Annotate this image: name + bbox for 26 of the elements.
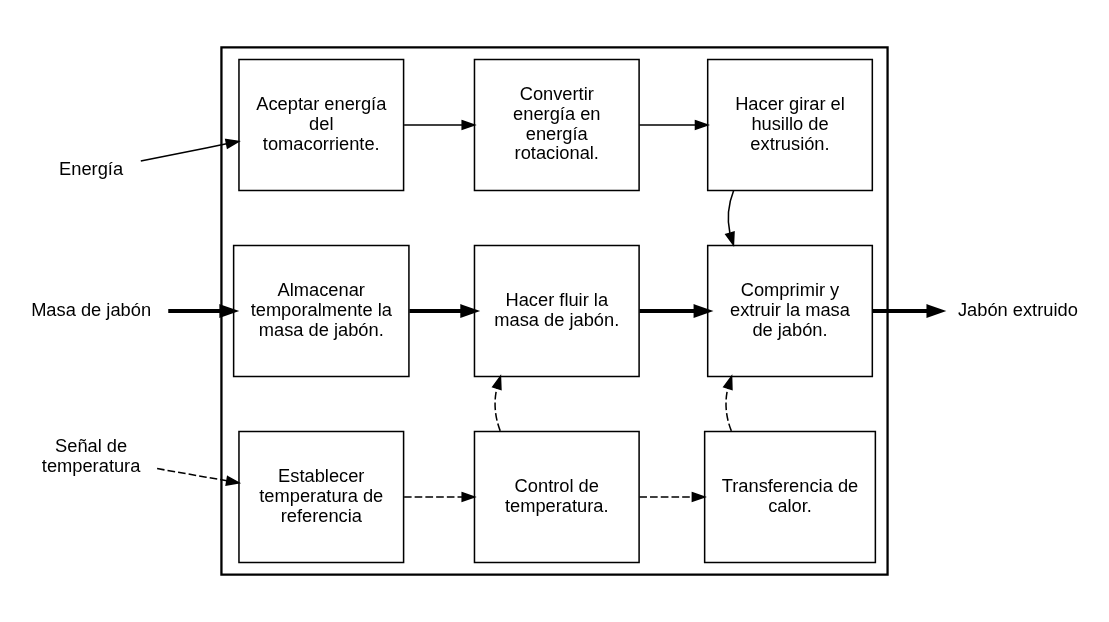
node-box: Transferencia de calor. — [703, 430, 877, 564]
node-box: Comprimir y extruir la masa de jabón. — [706, 244, 874, 378]
node-box: Almacenar temporalmente la masa de jabón. — [232, 244, 410, 378]
node-box: Establecer temperatura de referencia — [238, 430, 405, 564]
arrow — [872, 304, 947, 318]
node-text: Señal de temperatura — [41, 435, 141, 476]
node-box: Control de temperatura. — [473, 430, 640, 564]
node-text: Energía — [59, 158, 124, 180]
arrow — [156, 467, 242, 486]
arrow — [403, 491, 477, 503]
arrow — [722, 374, 733, 432]
node-box: Aceptar energía del tomacorriente. — [238, 58, 405, 192]
arrow — [638, 491, 707, 503]
node-text: Masa de jabón — [31, 298, 152, 320]
arrow — [491, 374, 502, 432]
node-box: Hacer fluir la masa de jabón. — [473, 244, 640, 378]
arrow — [140, 138, 241, 162]
node-box: Hacer girar el husillo de extrusión. — [706, 58, 874, 192]
arrow — [639, 304, 714, 318]
arrow — [168, 304, 240, 318]
node-text: Jabón extruido — [957, 298, 1078, 320]
arrow — [724, 189, 735, 248]
arrow — [403, 119, 477, 131]
arrow — [409, 304, 481, 318]
arrow — [638, 119, 710, 131]
node-box: Convertir energía en energía rotacional. — [473, 58, 640, 192]
